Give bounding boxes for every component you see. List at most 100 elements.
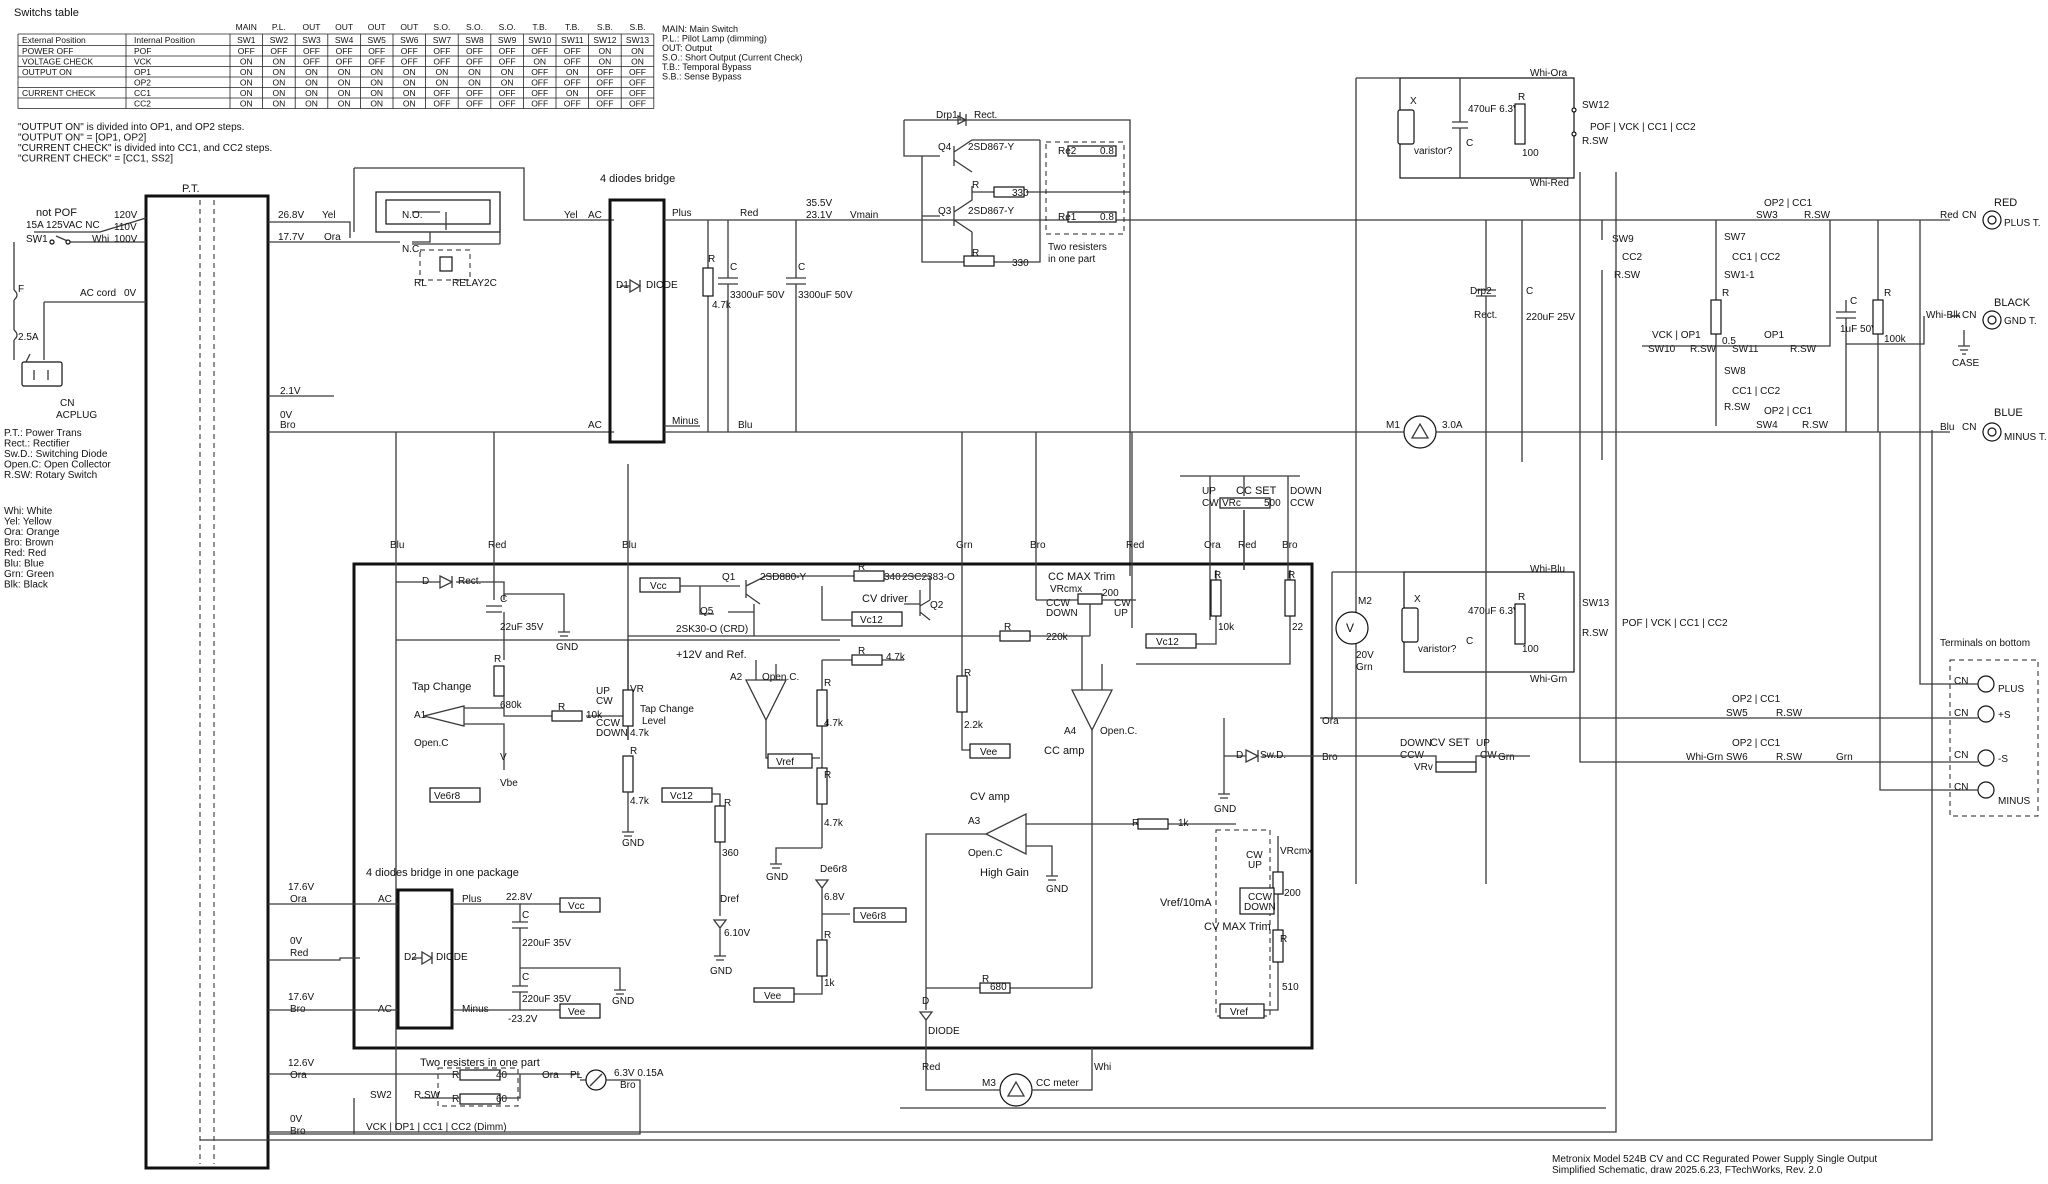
drp2-rect: Rect.	[1474, 310, 1497, 321]
c-470-1: C	[1466, 138, 1473, 149]
output-switching: Drp2 Rect. C 220uF 25V SW9 CC2 R.SW SW7 …	[1470, 198, 1980, 884]
row-int-0: POF	[134, 46, 151, 56]
cvmax-up: UP	[1248, 860, 1262, 871]
r60-r: R	[452, 1094, 459, 1105]
cell-3-7: ON	[468, 78, 481, 88]
row-ext-2: OUTPUT ON	[22, 67, 72, 77]
cvset-up: UP	[1476, 738, 1490, 749]
cn-t2: CN	[1954, 708, 1968, 719]
sw5-rsw: R.SW	[1776, 708, 1803, 719]
r47k-a-value: 4.7k	[824, 718, 844, 729]
board-ora-1: Ora	[1204, 540, 1221, 551]
board-red-1: Red	[488, 540, 506, 551]
cn-blk: CN	[1962, 310, 1976, 321]
sec-ora: Ora	[324, 232, 341, 243]
legend-color-5: Blu: Blue	[4, 559, 44, 570]
table-notes: "OUTPUT ON" is divided into OP1, and OP2…	[18, 122, 272, 165]
terminal-red-title: RED	[1994, 197, 2017, 209]
row-int-3: OP2	[134, 78, 151, 88]
q5-label: Q5	[700, 606, 714, 617]
sw1-1-label: SW1-1	[1724, 270, 1755, 281]
sw7-group: CC1 | CC2	[1732, 252, 1781, 263]
q1-label: Q1	[722, 572, 736, 583]
aux-c2: C	[522, 972, 529, 983]
cell-0-12: ON	[631, 46, 644, 56]
cell-4-7: OFF	[466, 88, 483, 98]
ve6r8-tag-1: Ve6r8	[434, 791, 461, 802]
group-header-1: P.L.	[272, 22, 286, 32]
gnd-aux: GND	[612, 996, 634, 1007]
terminal-red-sub: PLUS T.	[2004, 218, 2041, 229]
tap-r-value: 4.7k	[630, 796, 650, 807]
sw4-label: SW4	[1756, 420, 1778, 431]
cell-2-12: OFF	[629, 67, 646, 77]
tap-47k: 4.7k	[630, 728, 650, 739]
tap-100v: 100V	[114, 234, 138, 245]
switch-header-4: SW5	[367, 35, 386, 45]
de6r8-v: 6.8V	[824, 892, 845, 903]
r100k-value: 100k	[1884, 334, 1907, 345]
row-ext-0: POWER OFF	[22, 46, 73, 56]
group-header-0: MAIN	[236, 22, 257, 32]
cell-4-9: OFF	[531, 88, 548, 98]
sw12-rsw: R.SW	[1582, 136, 1609, 147]
cell-1-12: ON	[631, 57, 644, 67]
cell-3-4: ON	[370, 78, 383, 88]
op1-label: OP1	[1764, 330, 1784, 341]
terminal-black-title: BLACK	[1994, 297, 2031, 309]
a4-label: A4	[1064, 726, 1077, 737]
vr-label: VR	[630, 684, 644, 695]
cvmax-cw: CW	[1246, 850, 1263, 861]
r47k-cv-value: 4.7k	[886, 652, 906, 663]
c1-label: C	[730, 262, 737, 273]
varistor-2: varistor?	[1418, 644, 1457, 655]
cn-t1: CN	[1954, 676, 1968, 687]
re2-value: 0.8	[1100, 146, 1114, 157]
sw8-rsw: R.SW	[1724, 402, 1751, 413]
meter-section-top: Whi-Ora Whi-Red X varistor? 470uF 6.3V C…	[1355, 68, 1696, 884]
cc-up: UP	[1114, 608, 1128, 619]
cell-5-11: OFF	[596, 99, 613, 109]
t-ms: -S	[1998, 754, 2008, 765]
whi-blk-label: Whi-Blk	[1926, 310, 1961, 321]
blu-wire-out: Blu	[1940, 422, 1954, 433]
group-header-11: S.B.	[597, 22, 613, 32]
vc12-tag-3: Vc12	[670, 791, 693, 802]
sw6-rsw: R.SW	[1776, 752, 1803, 763]
cell-5-7: OFF	[466, 99, 483, 109]
t-minus: MINUS	[1998, 796, 2031, 807]
v-23-1: 23.1V	[806, 210, 832, 221]
r1k-value: 1k	[824, 978, 836, 989]
sw8-label: SW8	[1724, 366, 1746, 377]
cvset-down: DOWN	[1400, 738, 1432, 749]
cell-1-4: OFF	[368, 57, 385, 67]
fuse-f-label: F	[18, 284, 24, 295]
sw2-rsw: R.SW	[414, 1090, 441, 1101]
c-470-2: C	[1466, 636, 1473, 647]
cc-amp-label: CC amp	[1044, 745, 1084, 757]
aux-ac-1: AC	[378, 894, 392, 905]
cell-4-1: ON	[273, 88, 286, 98]
switch-header-7: SW8	[465, 35, 484, 45]
sw6-label: SW6	[1726, 752, 1748, 763]
cell-3-2: ON	[305, 78, 318, 88]
cell-2-5: ON	[403, 67, 416, 77]
x-label-2: X	[1414, 594, 1421, 605]
r1k-r: R	[824, 930, 831, 941]
cell-5-6: OFF	[433, 99, 450, 109]
cell-2-9: OFF	[531, 67, 548, 77]
cell-1-11: ON	[599, 57, 612, 67]
pl-ora: Ora	[290, 1070, 307, 1081]
cc-set-cw: CW	[1202, 498, 1219, 509]
relay-no: N.O.	[402, 210, 423, 221]
m1-label: M1	[1386, 420, 1400, 431]
vck-op1-label: VCK | OP1	[1652, 330, 1701, 341]
r360-r: R	[724, 798, 731, 809]
cell-4-12: OFF	[629, 88, 646, 98]
gnd-dref: GND	[710, 966, 732, 977]
cap470-1: 470uF 6.3V	[1468, 104, 1520, 115]
cell-3-3: ON	[338, 78, 351, 88]
